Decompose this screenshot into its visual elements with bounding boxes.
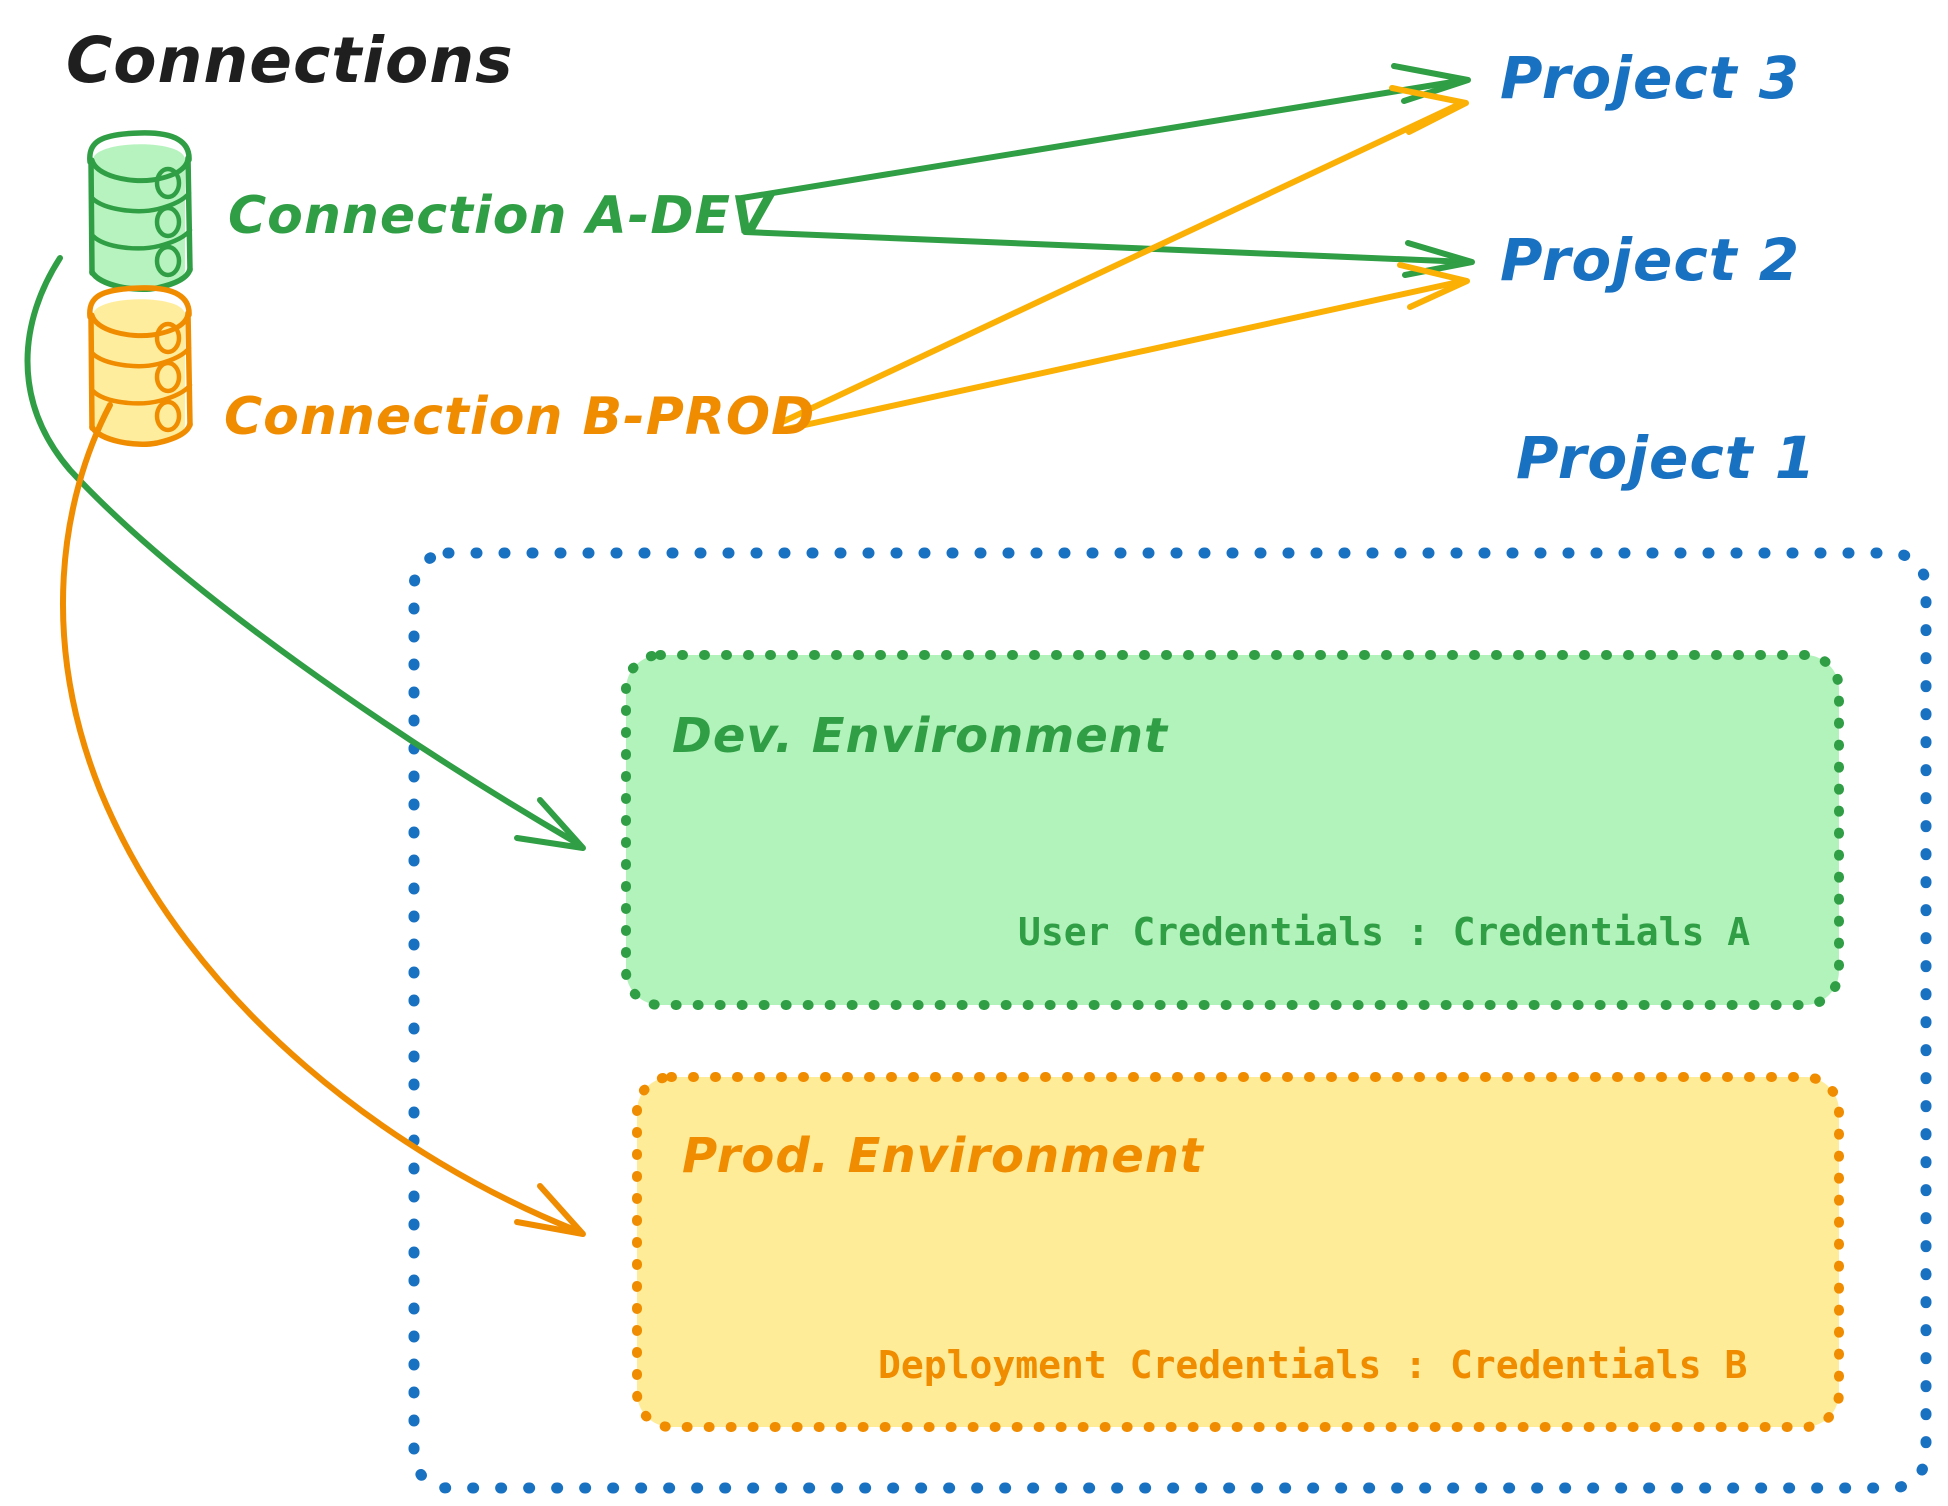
edge-b-prod-to-project-3 [775,85,1469,427]
database-cylinder-icon-b-prod[interactable] [87,285,193,447]
prod-environment-credentials: Deployment Credentials : Credentials B [878,1343,1747,1387]
connection-a-dev-label[interactable]: Connection A-DEV [228,186,775,246]
dev-environment-credentials: User Credentials : Credentials A [1018,910,1750,954]
dev-environment-box[interactable] [621,650,1844,1010]
prod-environment-title: Prod. Environment [682,1128,1205,1184]
edge-b-prod-to-prod-environment [60,402,586,1237]
project-1-boundary-box [408,547,1932,1494]
edge-b-prod-to-project-2 [779,262,1470,433]
edge-a-dev-to-dev-environment [24,255,586,851]
project-2-label[interactable]: Project 2 [1500,226,1800,294]
page-title: Connections [66,24,514,97]
connection-b-prod-label[interactable]: Connection B-PROD [224,387,815,447]
project-3-label[interactable]: Project 3 [1500,44,1800,112]
project-1-label[interactable]: Project 1 [1516,424,1816,492]
prod-environment-box[interactable] [632,1072,1844,1432]
dev-environment-title: Dev. Environment [672,708,1169,764]
